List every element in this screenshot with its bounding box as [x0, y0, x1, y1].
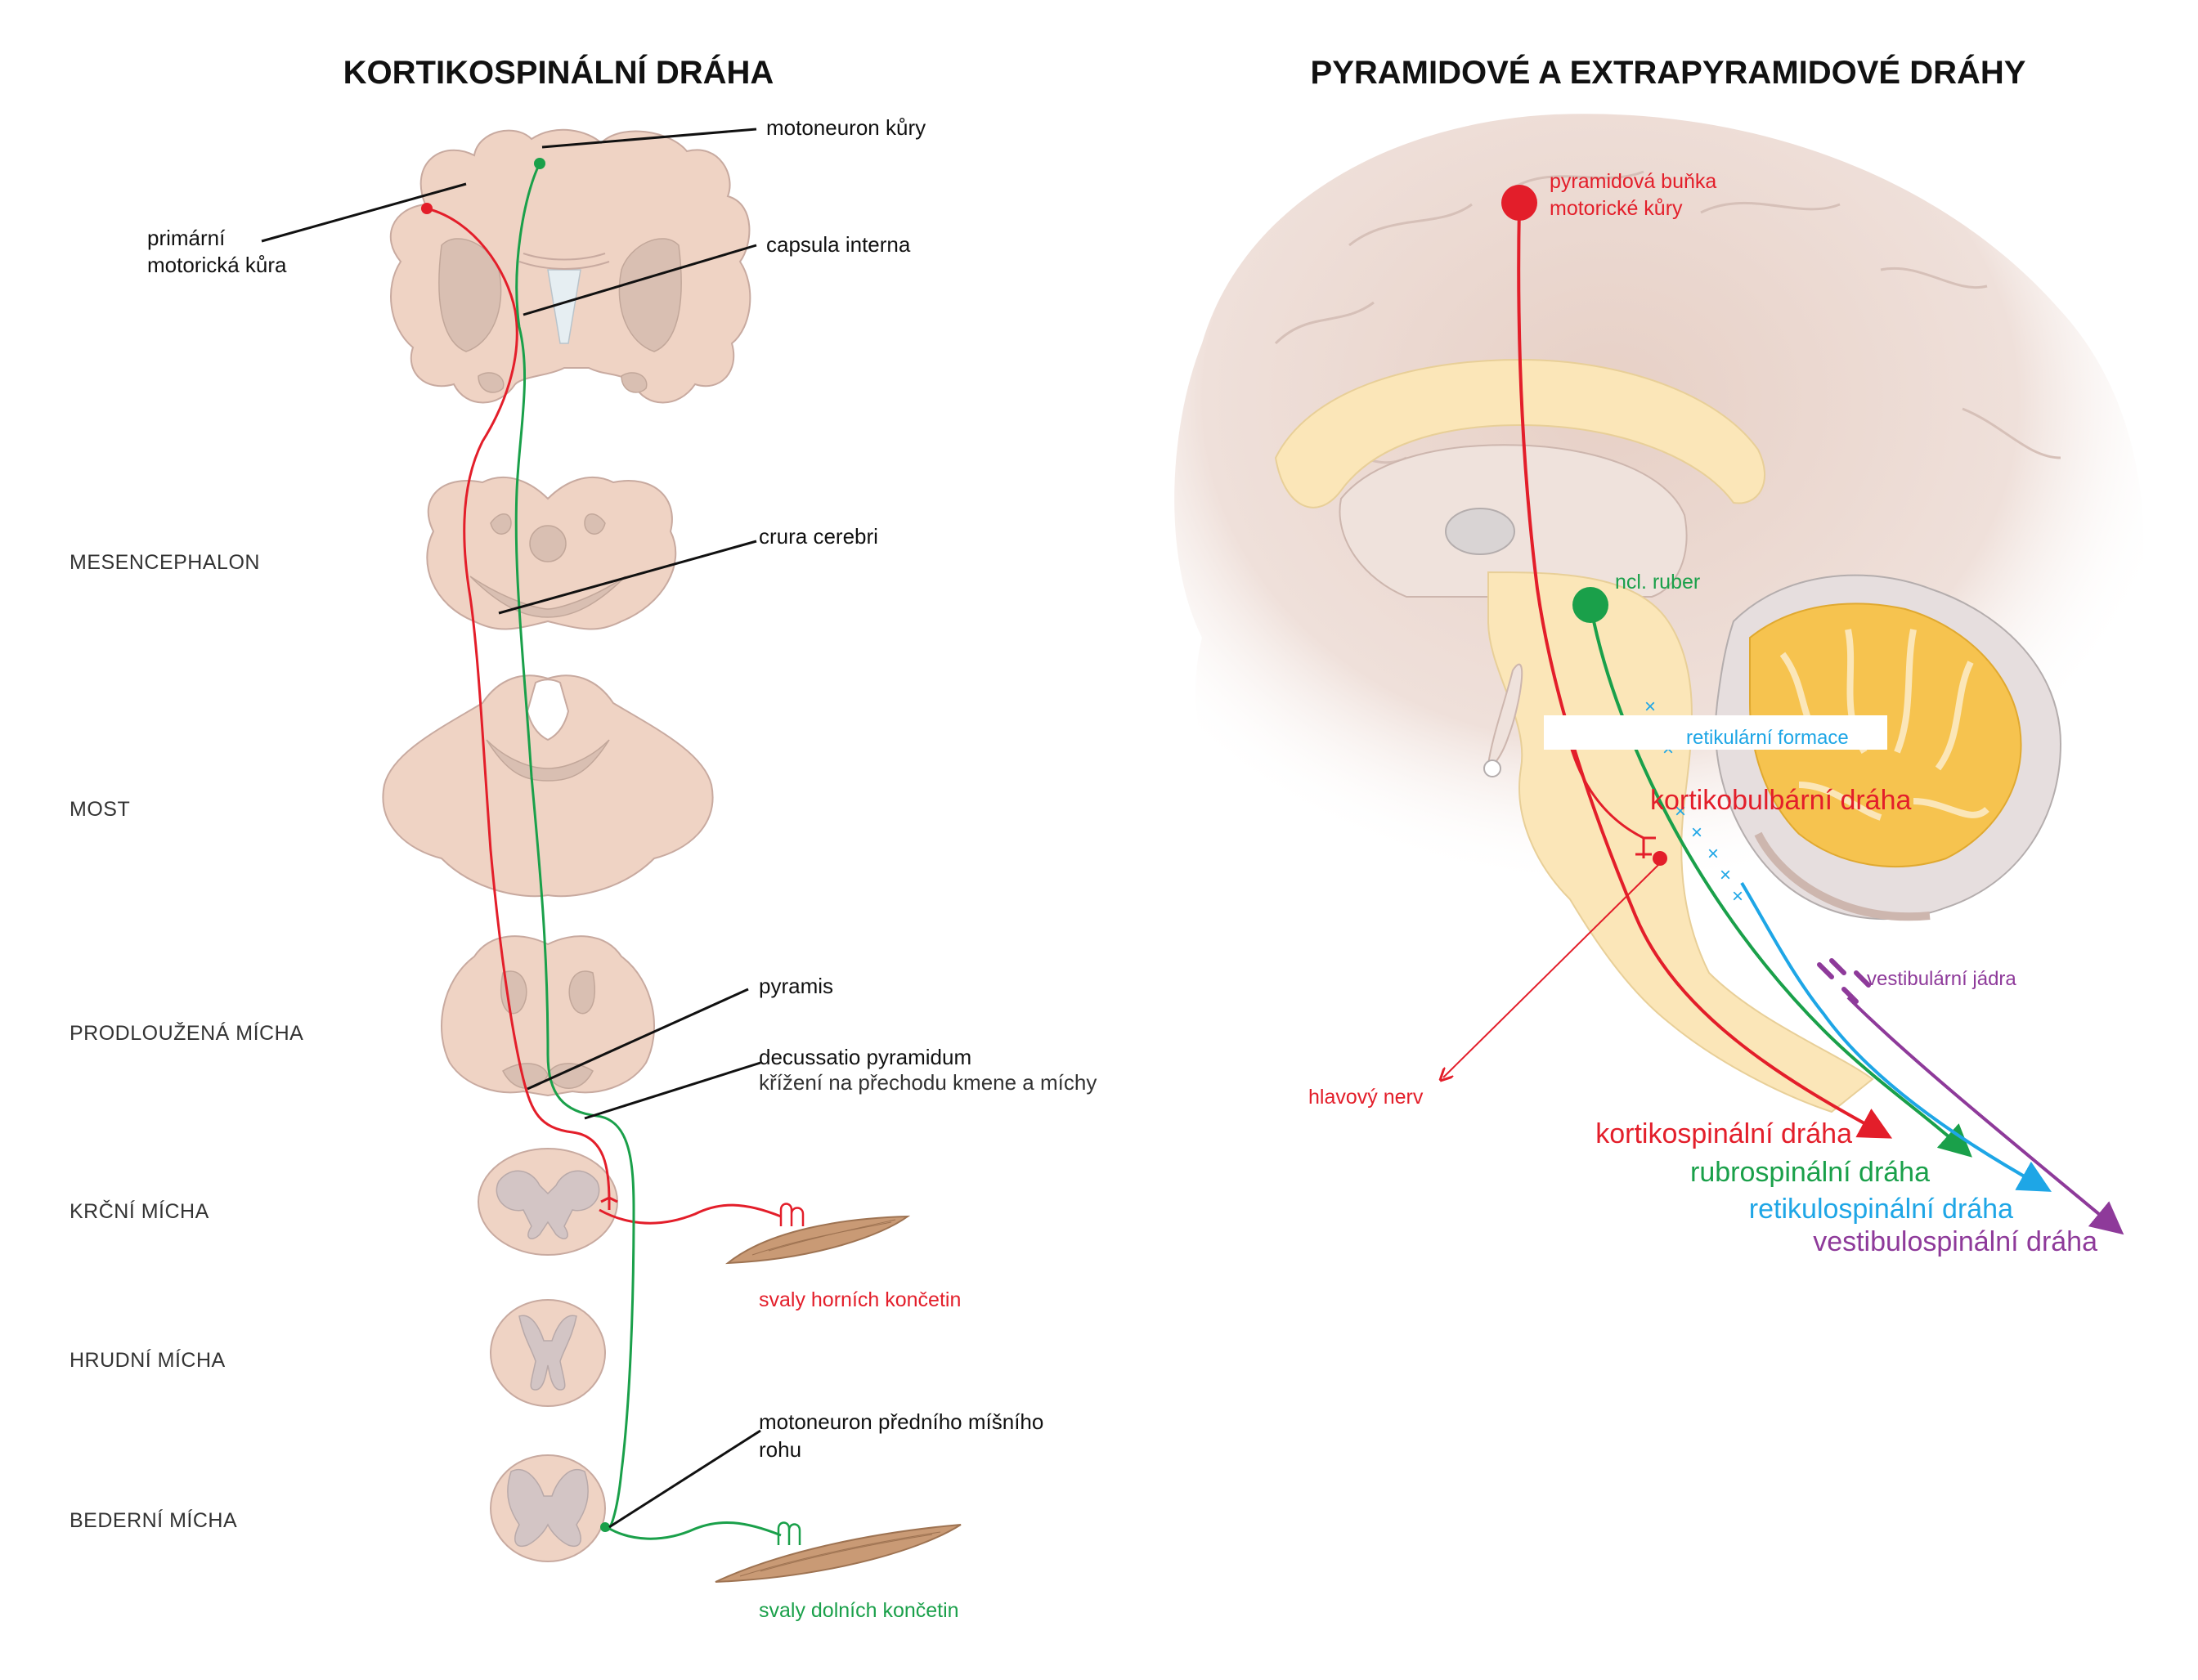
label-primary-cortex-1: primární — [147, 226, 226, 250]
thoracic-cord-section — [490, 1299, 606, 1407]
pointer-crura-cerebri — [498, 540, 757, 615]
label-upper-limb-muscles: svaly horních končetin — [759, 1288, 961, 1311]
label-cranial-nerve: hlavový nerv — [1308, 1086, 1424, 1109]
level-label: MESENCEPHALON — [70, 551, 260, 574]
label-crura-cerebri: crura cerebri — [759, 524, 878, 549]
label-pyramis: pyramis — [759, 974, 833, 998]
label-ncl-ruber: ncl. ruber — [1615, 571, 1700, 594]
label-decussatio-sub: křížení na přechodu kmene a míchy — [759, 1070, 1097, 1095]
label-anterior-horn-1: motoneuron předního míšního — [759, 1409, 1043, 1434]
tract-name-rubrospinal: rubrospinální dráha — [1690, 1157, 1930, 1188]
right-purple-tract — [1817, 958, 2124, 1235]
label-reticular-formation: retikulární formace — [1686, 727, 1849, 749]
left-red-corticospinal-pathway — [421, 203, 805, 1226]
svg-text:×: × — [1707, 843, 1719, 865]
left-green-corticospinal-pathway — [514, 158, 801, 1545]
pons-section — [382, 674, 714, 898]
pointer-capsula-interna — [523, 244, 757, 316]
level-label: BEDERNÍ MÍCHA — [70, 1508, 237, 1532]
label-pyramidal-cell-2: motorické kůry — [1550, 197, 1683, 220]
label-corticobulbar: kortikobulbární dráha — [1650, 785, 1912, 816]
tract-name-reticulospinal: retikulospinální dráha — [1749, 1194, 2013, 1225]
label-cortex-motoneuron: motoneuron kůry — [766, 115, 926, 140]
svg-text:×: × — [1675, 800, 1686, 822]
right-panel-title: PYRAMIDOVÉ A EXTRAPYRAMIDOVÉ DRÁHY — [1311, 54, 2026, 91]
lumbar-cord-section — [490, 1454, 606, 1562]
tract-name-vestibulospinal: vestibulospinální dráha — [1813, 1226, 2097, 1257]
svg-text:×: × — [1732, 885, 1743, 907]
pointer-pyramis — [527, 988, 749, 1091]
cervical-cord-section — [478, 1148, 618, 1256]
right-green-tract — [1572, 587, 1972, 1158]
level-label: KRČNÍ MÍCHA — [70, 1199, 209, 1223]
upper-limb-muscle — [724, 1215, 911, 1265]
label-lower-limb-muscles: svaly dolních končetin — [759, 1599, 959, 1622]
sagittal-brain — [1174, 114, 2144, 1113]
right-red-tract — [1443, 185, 1893, 1139]
label-capsula-interna: capsula interna — [766, 232, 911, 257]
pointer-anterior-horn — [608, 1429, 761, 1529]
label-pyramidal-cell-1: pyramidová buňka — [1550, 170, 1716, 193]
svg-text:×: × — [1720, 864, 1731, 886]
pointer-cortex-motoneuron — [541, 128, 757, 149]
mesencephalon-section — [426, 476, 677, 630]
level-label: HRUDNÍ MÍCHA — [70, 1348, 226, 1372]
tract-name-corticospinal: kortikospinální dráha — [1595, 1118, 1852, 1149]
label-vestibular-nuclei: vestibulární jádra — [1867, 968, 2016, 990]
lower-limb-muscle — [715, 1524, 962, 1583]
svg-text:×: × — [1644, 696, 1656, 718]
pointer-decussatio — [584, 1061, 761, 1120]
corticobulbar-label-bg — [1544, 715, 1887, 750]
level-label: MOST — [70, 798, 130, 821]
pointer-primary-cortex — [261, 182, 467, 243]
label-primary-cortex-2: motorická kůra — [147, 253, 287, 277]
svg-text:×: × — [1691, 822, 1702, 844]
level-label: PRODLOUŽENÁ MÍCHA — [70, 1021, 303, 1045]
label-decussatio: decussatio pyramidum — [759, 1045, 971, 1069]
left-panel-title: KORTIKOSPINÁLNÍ DRÁHA — [343, 54, 774, 91]
brain-coronal-section — [389, 128, 751, 404]
label-anterior-horn-2: rohu — [759, 1437, 801, 1462]
